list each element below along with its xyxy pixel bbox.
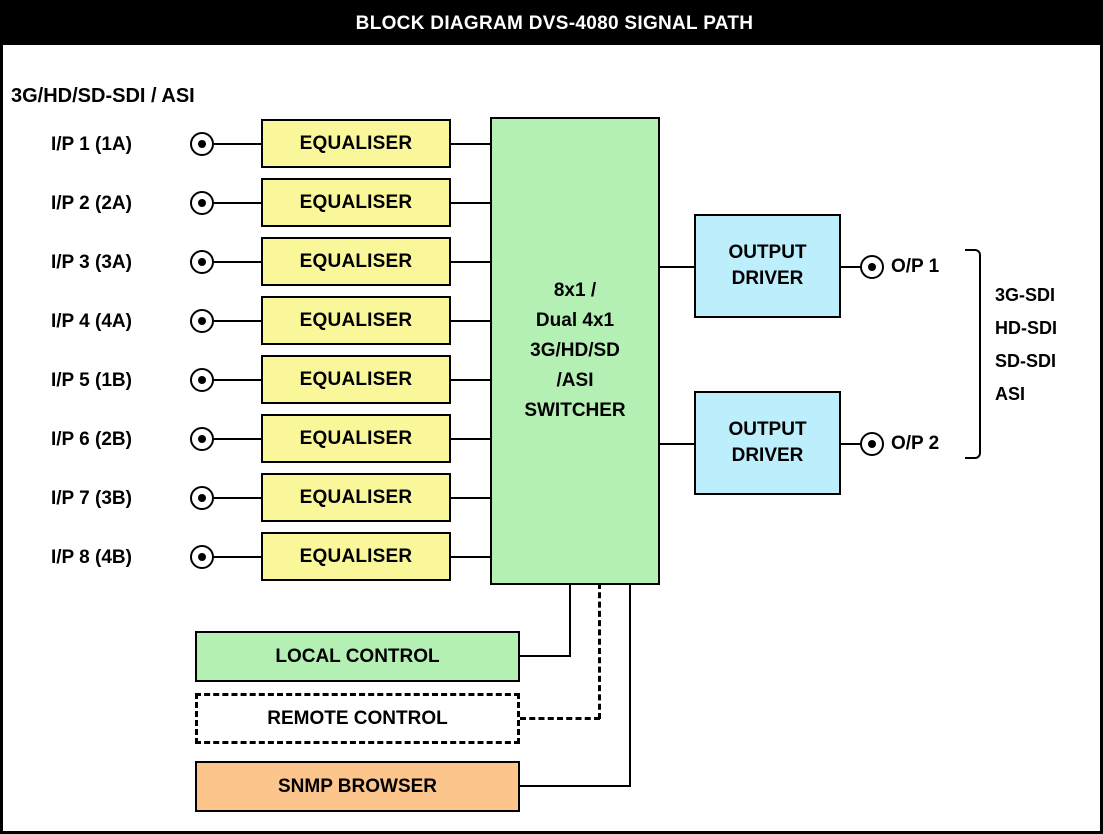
equaliser-label-1: EQUALISER	[299, 132, 413, 154]
equaliser-label-3: EQUALISER	[299, 250, 413, 272]
output-label-2: O/P 2	[891, 433, 940, 454]
equaliser-block-2: EQUALISER	[261, 178, 451, 227]
snmp-riser	[629, 583, 631, 786]
output-format-4: ASI	[995, 384, 1026, 404]
output-driver-2-line1: OUTPUT	[728, 419, 807, 440]
input-wire-2	[214, 202, 263, 204]
input-wire-4	[214, 320, 263, 322]
input-wire-7	[214, 497, 263, 499]
equaliser-out-wire-8	[449, 556, 493, 558]
switcher-to-driver-wire-2	[658, 443, 696, 445]
equaliser-out-wire-1	[449, 143, 493, 145]
output-driver-block-2: OUTPUT DRIVER	[694, 391, 841, 495]
equaliser-block-6: EQUALISER	[261, 414, 451, 463]
switcher-line-2: Dual 4x1	[535, 310, 615, 331]
remote-control-label: REMOTE CONTROL	[267, 707, 448, 729]
input-connector-2	[190, 191, 214, 215]
input-label-6: I/P 6 (2B)	[51, 429, 132, 450]
local-control-riser	[569, 583, 571, 656]
output-label-1: O/P 1	[891, 256, 940, 277]
input-wire-1	[214, 143, 263, 145]
equaliser-label-8: EQUALISER	[299, 545, 413, 567]
input-connector-7	[190, 486, 214, 510]
local-control-block: LOCAL CONTROL	[195, 631, 520, 682]
output-format-brace	[965, 249, 981, 459]
snmp-browser-label: SNMP BROWSER	[277, 775, 438, 797]
page-title: BLOCK DIAGRAM DVS-4080 SIGNAL PATH	[355, 13, 754, 34]
local-control-wire	[518, 655, 571, 657]
input-label-3: I/P 3 (3A)	[51, 252, 132, 273]
title-bar: BLOCK DIAGRAM DVS-4080 SIGNAL PATH	[3, 3, 1103, 45]
input-label-5: I/P 5 (1B)	[51, 370, 132, 391]
equaliser-label-7: EQUALISER	[299, 486, 413, 508]
equaliser-block-7: EQUALISER	[261, 473, 451, 522]
switcher-line-4: /ASI	[556, 370, 594, 391]
switcher-to-driver-wire-1	[658, 266, 696, 268]
input-connector-8	[190, 545, 214, 569]
equaliser-block-5: EQUALISER	[261, 355, 451, 404]
input-wire-8	[214, 556, 263, 558]
local-control-label: LOCAL CONTROL	[275, 645, 440, 667]
switcher-line-3: 3G/HD/SD	[530, 340, 620, 361]
equaliser-out-wire-3	[449, 261, 493, 263]
output-format-3: SD-SDI	[995, 351, 1057, 371]
equaliser-out-wire-2	[449, 202, 493, 204]
equaliser-out-wire-4	[449, 320, 493, 322]
input-wire-5	[214, 379, 263, 381]
remote-control-riser	[598, 583, 601, 719]
switcher-line-5: SWITCHER	[524, 400, 626, 421]
equaliser-label-2: EQUALISER	[299, 191, 413, 213]
equaliser-label-5: EQUALISER	[299, 368, 413, 390]
input-label-4: I/P 4 (4A)	[51, 311, 132, 332]
output-connector-2	[860, 432, 884, 456]
equaliser-label-6: EQUALISER	[299, 427, 413, 449]
input-connector-1	[190, 132, 214, 156]
output-format-list: 3G-SDI HD-SDI SD-SDI ASI	[995, 279, 1057, 411]
output-driver-2-line2: DRIVER	[731, 445, 804, 466]
snmp-wire	[518, 785, 631, 787]
input-label-8: I/P 8 (4B)	[51, 547, 132, 568]
input-label-1: I/P 1 (1A)	[51, 134, 132, 155]
input-connector-6	[190, 427, 214, 451]
input-connector-4	[190, 309, 214, 333]
equaliser-block-1: EQUALISER	[261, 119, 451, 168]
input-wire-6	[214, 438, 263, 440]
output-format-2: HD-SDI	[995, 318, 1057, 338]
output-driver-block-1: OUTPUT DRIVER	[694, 214, 841, 318]
equaliser-block-3: EQUALISER	[261, 237, 451, 286]
input-label-2: I/P 2 (2A)	[51, 193, 132, 214]
switcher-line-1: 8x1 /	[553, 280, 597, 301]
output-driver-1-line2: DRIVER	[731, 268, 804, 289]
driver-out-wire-2	[839, 443, 863, 445]
input-wire-3	[214, 261, 263, 263]
snmp-browser-block: SNMP BROWSER	[195, 761, 520, 812]
remote-control-wire	[520, 717, 600, 720]
input-connector-5	[190, 368, 214, 392]
input-format-label: 3G/HD/SD-SDI / ASI	[11, 85, 195, 107]
driver-out-wire-1	[839, 266, 863, 268]
equaliser-label-4: EQUALISER	[299, 309, 413, 331]
equaliser-block-4: EQUALISER	[261, 296, 451, 345]
output-driver-1-line1: OUTPUT	[728, 242, 807, 263]
equaliser-out-wire-6	[449, 438, 493, 440]
equaliser-block-8: EQUALISER	[261, 532, 451, 581]
switcher-block: 8x1 / Dual 4x1 3G/HD/SD /ASI SWITCHER	[490, 117, 660, 585]
equaliser-out-wire-7	[449, 497, 493, 499]
input-connector-3	[190, 250, 214, 274]
input-label-7: I/P 7 (3B)	[51, 488, 132, 509]
equaliser-out-wire-5	[449, 379, 493, 381]
remote-control-block: REMOTE CONTROL	[195, 693, 520, 744]
output-format-1: 3G-SDI	[995, 285, 1056, 305]
output-connector-1	[860, 255, 884, 279]
